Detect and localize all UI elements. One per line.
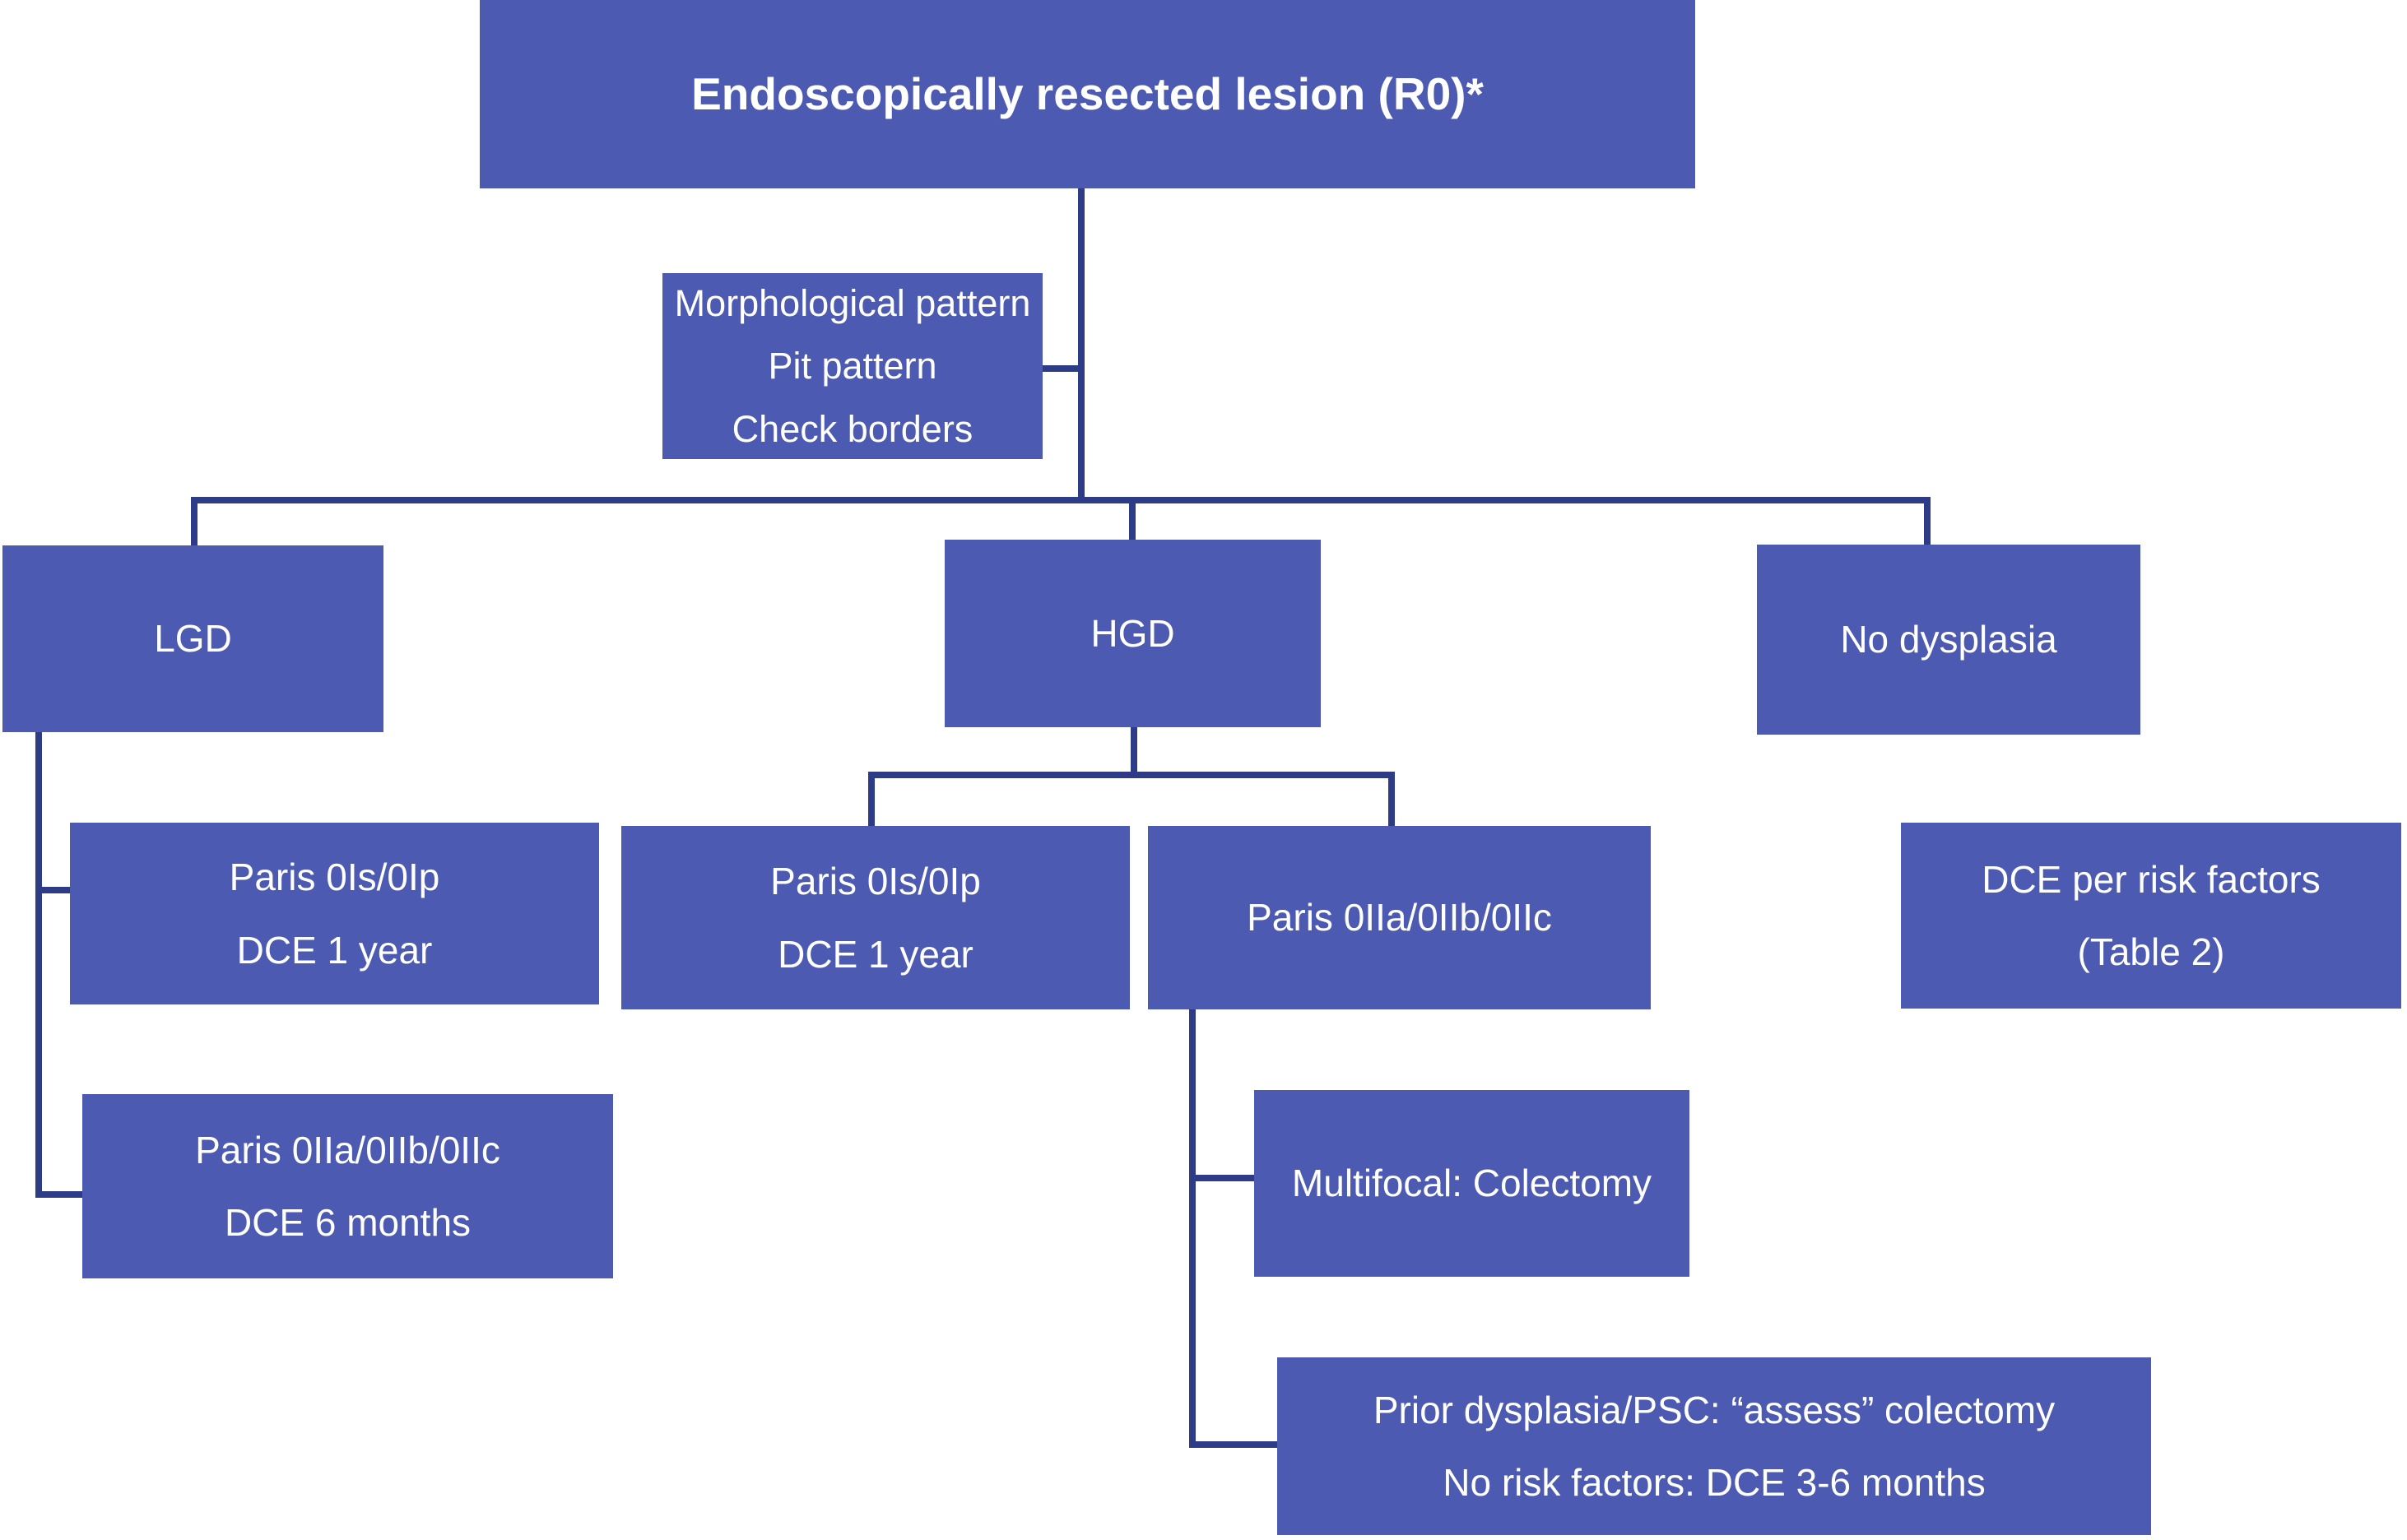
node-label: HGD — [1090, 611, 1175, 655]
connector-no-dysplasia-drop — [1924, 497, 1931, 545]
connector-branch-horizontal — [191, 497, 1931, 503]
connector-lgd-drop — [191, 497, 197, 545]
connector-flat-children-vertical — [1189, 1009, 1196, 1448]
node-endoscopically-resected-lesion: Endoscopically resected lesion (R0)* — [480, 0, 1695, 188]
node-assessment-criteria: Morphological pattern Pit pattern Check … — [662, 273, 1043, 459]
node-label: Multifocal: Colectomy — [1291, 1162, 1652, 1205]
node-label: Paris 0Is/0Ip — [229, 856, 440, 899]
connector-hgd-polypoid-drop — [868, 772, 875, 826]
node-label: Paris 0IIa/0IIb/0IIc — [1247, 896, 1552, 939]
node-label: Endoscopically resected lesion (R0)* — [691, 67, 1484, 119]
connector-multifocal-stub — [1189, 1175, 1254, 1181]
connector-hgd-flat-drop — [1388, 772, 1395, 826]
node-lgd-paris-0iia-0iib-0iic-dce-6-months: Paris 0IIa/0IIb/0IIc DCE 6 months — [82, 1094, 613, 1278]
node-label: DCE 1 year — [236, 928, 433, 972]
node-label: Pit pattern — [768, 345, 937, 387]
node-prior-dysplasia-psc: Prior dysplasia/PSC: “assess” colectomy … — [1277, 1357, 2151, 1535]
connector-hgd-split-horizontal — [868, 772, 1395, 778]
connector-lgd-flat-stub — [35, 1191, 82, 1198]
node-label: No risk factors: DCE 3-6 months — [1443, 1461, 1986, 1504]
node-label: LGD — [154, 617, 232, 661]
connector-hgd-split-vertical — [1131, 727, 1137, 777]
node-no-dysplasia: No dysplasia — [1757, 545, 2140, 735]
node-label: (Table 2) — [2077, 930, 2225, 973]
node-label: Check borders — [732, 407, 973, 450]
node-hgd: HGD — [945, 540, 1321, 727]
node-lgd: LGD — [2, 545, 383, 732]
node-label: Paris 0Is/0Ip — [770, 860, 981, 903]
connector-prior-stub — [1189, 1441, 1277, 1448]
node-label: Prior dysplasia/PSC: “assess” colectomy — [1373, 1388, 2056, 1431]
node-hgd-paris-0is-0ip-dce-1-year: Paris 0Is/0Ip DCE 1 year — [621, 826, 1130, 1009]
node-label: No dysplasia — [1840, 618, 2057, 661]
node-label: Morphological pattern — [674, 282, 1031, 325]
node-label: DCE per risk factors — [1982, 857, 2321, 901]
node-label: Paris 0IIa/0IIb/0IIc — [195, 1128, 500, 1171]
connector-hgd-drop — [1129, 497, 1136, 540]
node-label: DCE 6 months — [224, 1201, 472, 1244]
connector-root-drop — [1078, 188, 1085, 503]
node-lgd-paris-0is-0ip-dce-1-year: Paris 0Is/0Ip DCE 1 year — [70, 823, 599, 1004]
connector-lgd-children-vertical — [35, 732, 42, 1198]
node-hgd-paris-0iia-0iib-0iic: Paris 0IIa/0IIb/0IIc — [1148, 826, 1651, 1009]
node-label: DCE 1 year — [778, 932, 973, 976]
connector-criteria-stub — [1043, 365, 1085, 372]
node-multifocal-colectomy: Multifocal: Colectomy — [1254, 1090, 1689, 1277]
connector-lgd-polypoid-stub — [35, 887, 70, 893]
node-dce-per-risk-factors: DCE per risk factors (Table 2) — [1901, 823, 2401, 1009]
